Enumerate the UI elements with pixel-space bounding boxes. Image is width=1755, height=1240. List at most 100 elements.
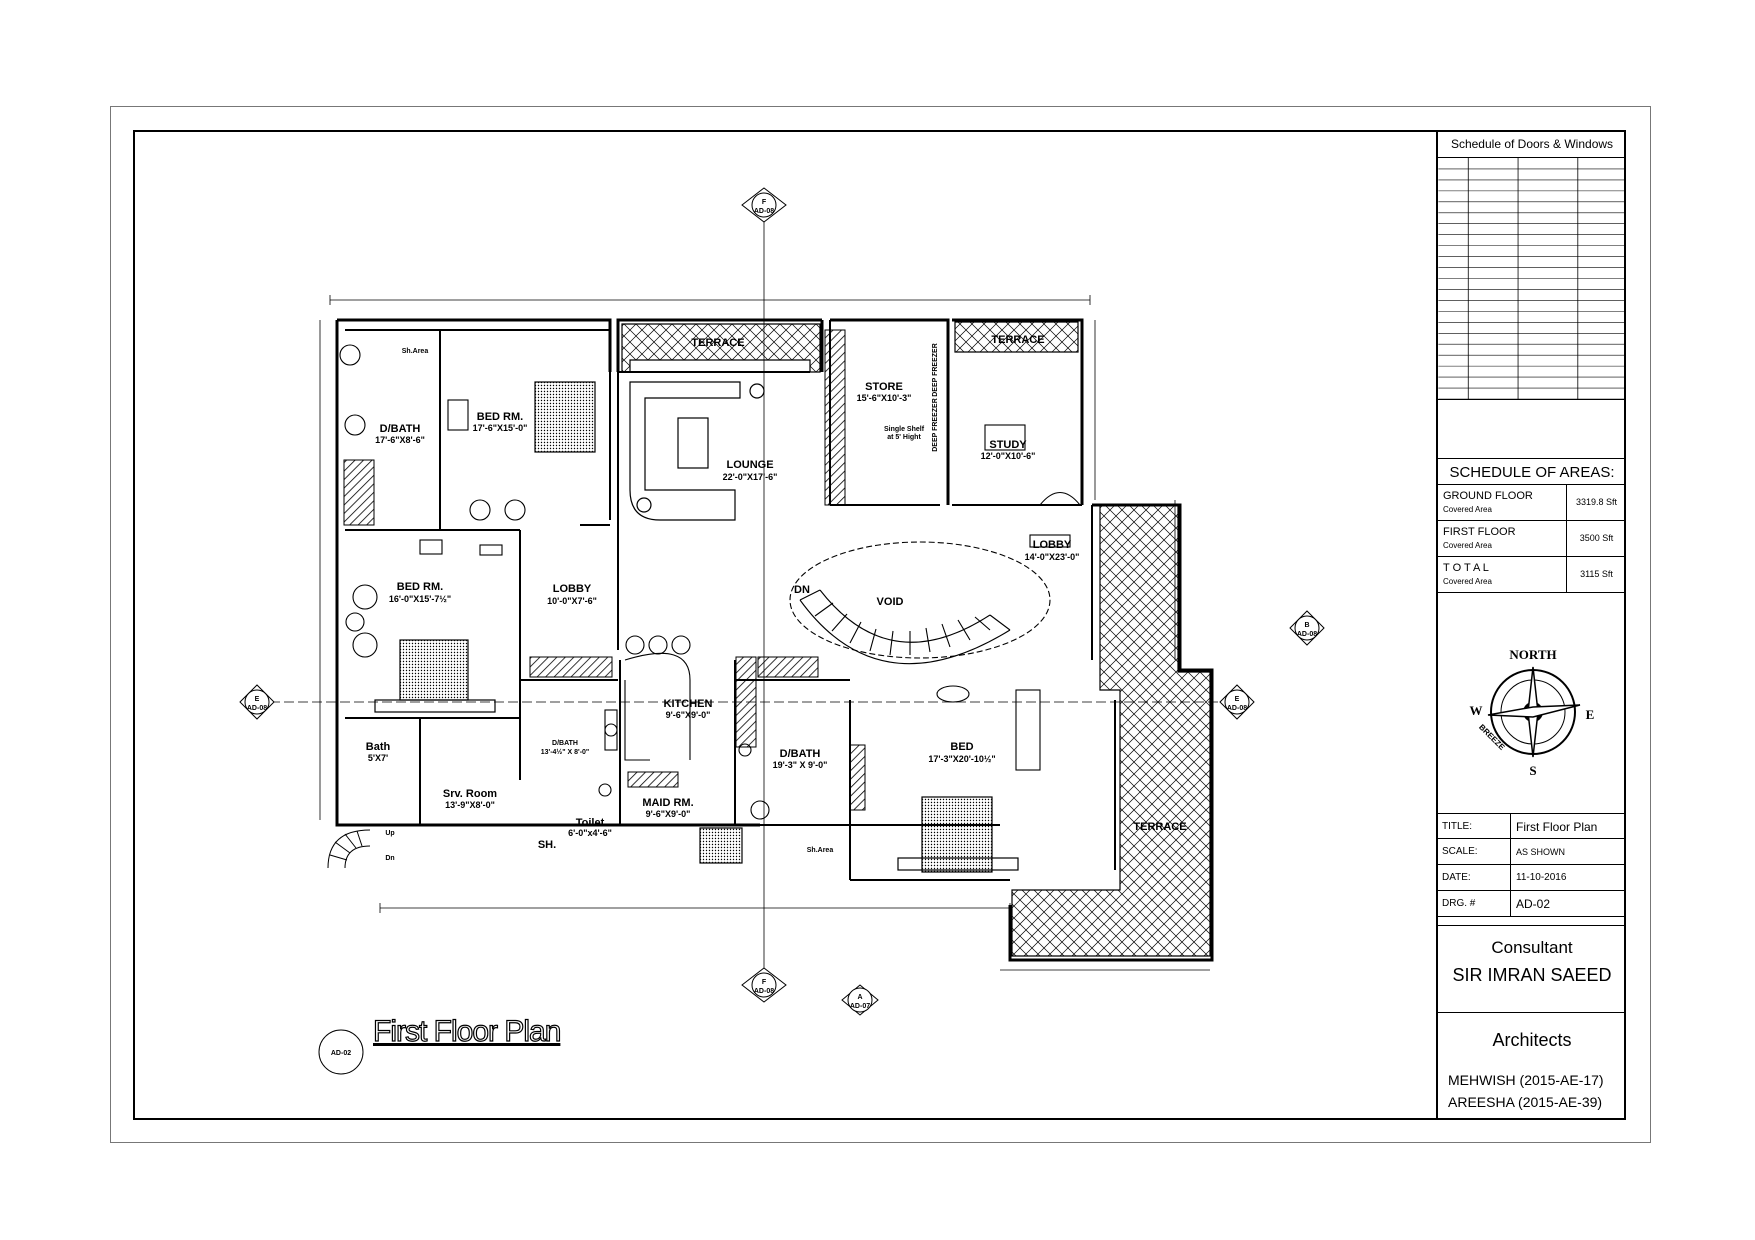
- compass-north: NORTH: [1509, 647, 1556, 662]
- area-name: T O T A L: [1443, 562, 1489, 574]
- room-label: DN: [794, 584, 810, 596]
- area-value: 3319.8 Sft: [1566, 485, 1626, 520]
- info-row-scale: SCALE: AS SHOWN: [1438, 839, 1626, 865]
- room-label: BED RM.: [397, 581, 443, 593]
- info-value: 11-10-2016: [1516, 872, 1567, 883]
- plan-title: First Floor Plan: [372, 1014, 562, 1048]
- room-label: STORE: [865, 381, 903, 393]
- compass-west: W: [1470, 703, 1483, 718]
- section-mark-ref: AD-08: [1297, 631, 1317, 638]
- compass-east: E: [1586, 707, 1595, 722]
- beds: [374, 381, 1019, 873]
- north-compass-icon: NORTH S E W BREEZE: [1470, 647, 1595, 777]
- section-mark-letter: F: [762, 979, 767, 986]
- room-label: BED: [950, 741, 973, 753]
- section-mark-ref: AD-07: [850, 1003, 870, 1010]
- info-row-drg: DRG. # AD-02: [1438, 891, 1626, 917]
- compass-note: BREEZE: [1477, 723, 1507, 753]
- room-label: D/BATH: [552, 740, 578, 747]
- room-label: VOID: [877, 596, 904, 608]
- section-mark-letter: B: [1304, 622, 1309, 629]
- room-label: Toilet: [576, 817, 605, 829]
- info-row-date: DATE: 11-10-2016: [1438, 865, 1626, 891]
- info-key: TITLE:: [1442, 821, 1473, 832]
- room-dims: 14'-0"X23'-0": [1025, 552, 1080, 562]
- section-mark-ref: AD-08: [754, 988, 774, 995]
- room-label: TERRACE: [1133, 821, 1186, 833]
- info-value: AD-02: [1516, 897, 1551, 911]
- room-dims: 10'-0"X7'-6": [547, 596, 597, 606]
- room-dims: 13'-9"X8'-0": [445, 800, 495, 810]
- architect-name: AREESHA (2015-AE-39): [1448, 1094, 1603, 1110]
- room-dims: 12'-0"X10'-6": [981, 451, 1036, 461]
- room-dims: 22'-0"X17'-6": [723, 472, 778, 482]
- room-label: Sh.Area: [807, 847, 834, 854]
- sheet-outer-border: [110, 106, 1651, 1143]
- shelf-note: at 5' Hight: [887, 434, 921, 441]
- consultant-label: Consultant: [1491, 938, 1573, 957]
- room-dims: 5'X7': [368, 753, 388, 763]
- room-label: Srv. Room: [443, 788, 497, 800]
- architect-name: MEHWISH (2015-AE-17): [1448, 1072, 1604, 1088]
- compass-south: S: [1529, 763, 1536, 777]
- spiral-stair: [327, 829, 371, 869]
- info-key: DRG. #: [1442, 898, 1476, 909]
- freezer-label: DEEP FREEZER: [932, 343, 939, 397]
- hatched-partitions: [343, 329, 866, 811]
- info-value: AS SHOWN: [1516, 847, 1566, 857]
- room-label: BED RM.: [477, 411, 523, 423]
- area-row-total: T O T A L Covered Area 3115 Sft: [1438, 557, 1626, 593]
- room-dims: 19'-3" X 9'-0": [773, 760, 828, 770]
- info-value: First Floor Plan: [1516, 820, 1598, 834]
- drawing-border: [133, 130, 1626, 1120]
- room-dims: 6'-0"x4'-6": [568, 828, 612, 838]
- info-row-title: TITLE: First Floor Plan: [1438, 813, 1626, 839]
- room-label: MAID RM.: [642, 797, 693, 809]
- room-dims: 9'-6"X9'-0": [666, 710, 711, 720]
- info-key: DATE:: [1442, 872, 1471, 883]
- room-label: Bath: [366, 741, 391, 753]
- room-dims: 16'-0"X15'-7½": [389, 594, 451, 604]
- dimension-lines: [319, 295, 1211, 971]
- area-sub: Covered Area: [1443, 541, 1492, 550]
- room-label: D/BATH: [780, 748, 821, 760]
- section-mark-ref: AD-08: [754, 208, 774, 215]
- room-dims: 17'-3"X20'-10½": [928, 754, 995, 764]
- room-label: TERRACE: [991, 334, 1044, 346]
- area-row-first: FIRST FLOOR Covered Area 3500 Sft: [1438, 521, 1626, 557]
- schedule-doors-windows-grid: [1438, 158, 1626, 400]
- room-dims: 17'-6"X15'-0": [473, 423, 528, 433]
- room-dims: 9'-6"X9'-0": [646, 809, 691, 819]
- section-mark-letter: E: [255, 696, 260, 703]
- stair-up-label: Up: [385, 830, 394, 837]
- area-sub: Covered Area: [1443, 505, 1492, 514]
- room-label: KITCHEN: [664, 698, 713, 710]
- area-name: GROUND FLOOR: [1443, 490, 1533, 502]
- section-mark-letter: A: [857, 994, 862, 1001]
- section-mark-letter: E: [1235, 696, 1240, 703]
- room-dims: 17'-6"X8'-6": [375, 435, 425, 445]
- room-label: D/BATH: [380, 423, 421, 435]
- consultant-block: Consultant SIR IMRAN SAEED: [1438, 925, 1626, 1013]
- area-name: FIRST FLOOR: [1443, 526, 1516, 538]
- curved-staircase: [789, 541, 1051, 665]
- section-mark-ref: AD-08: [1227, 705, 1247, 712]
- area-row-ground: GROUND FLOOR Covered Area 3319.8 Sft: [1438, 485, 1626, 521]
- room-labels: Sh.Area BED RM. 17'-6"X15'-0" D/BATH 17'…: [366, 334, 1187, 862]
- schedule-doors-windows-header: Schedule of Doors & Windows: [1438, 130, 1626, 158]
- shelf-note: Single Shelf: [884, 426, 925, 433]
- room-label: LOBBY: [1033, 539, 1072, 551]
- consultant-name: SIR IMRAN SAEED: [1452, 965, 1612, 985]
- plan-title-ref: AD-02: [331, 1050, 351, 1057]
- section-markers: [239, 187, 1325, 1075]
- section-mark-letter: F: [762, 199, 767, 206]
- room-dims: 13'-4½" X 8'-0": [541, 748, 590, 756]
- room-label: LOBBY: [553, 583, 592, 595]
- room-label: SH.: [538, 839, 556, 851]
- furniture: [339, 344, 1081, 820]
- stair-down-label: Dn: [385, 855, 394, 862]
- room-label: STUDY: [989, 439, 1027, 451]
- room-dims: 15'-6"X10'-3": [857, 393, 912, 403]
- room-label: LOUNGE: [726, 459, 773, 471]
